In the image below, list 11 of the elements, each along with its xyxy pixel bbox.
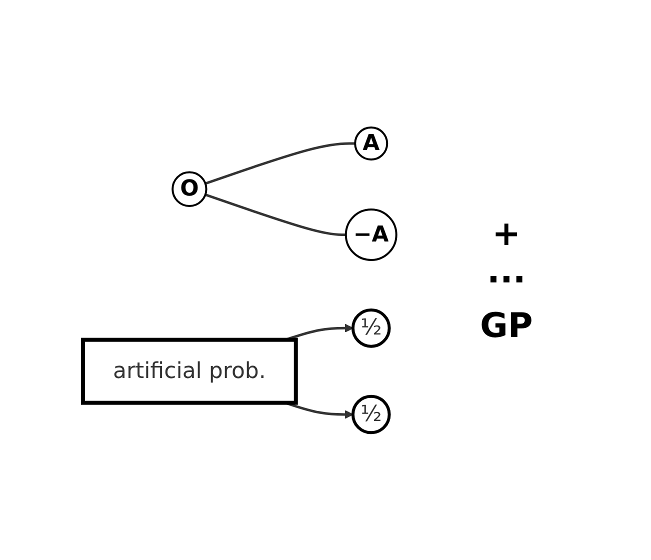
node-box: artificial prob. (81, 338, 298, 405)
node-circle: ½ (352, 308, 392, 348)
node-circle: ½ (352, 394, 392, 434)
note-text: ··· (487, 260, 526, 300)
connector (205, 194, 346, 236)
node-circle: O (172, 171, 208, 208)
node-circle: −A (345, 208, 398, 262)
node-circle: A (354, 126, 388, 161)
note-text: GP (480, 306, 533, 346)
connector (205, 142, 356, 185)
note-text: + (492, 214, 521, 254)
